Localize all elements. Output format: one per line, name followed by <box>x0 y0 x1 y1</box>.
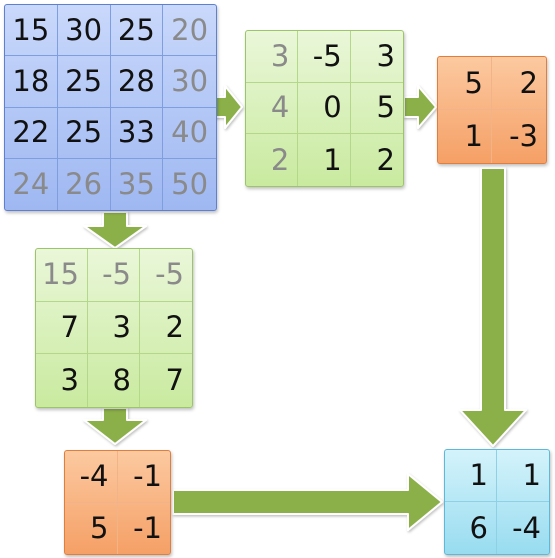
matrix-cell: 7 <box>36 301 88 355</box>
arrow-down-icon <box>83 407 147 445</box>
matrix-cell: 1 <box>298 134 351 186</box>
matrix-cell: 40 <box>163 108 216 159</box>
matrix-cell: -5 <box>88 249 140 302</box>
matrix-cell: 3 <box>88 301 140 355</box>
matrix-cell: 0 <box>298 82 351 135</box>
matrix-cell: 25 <box>57 107 111 159</box>
matrix-cell: 1 <box>497 450 549 502</box>
matrix-cell: -5 <box>140 249 192 302</box>
matrix-cell: 50 <box>171 166 209 201</box>
matrix-cell: 18 <box>5 56 58 108</box>
matrix-cell: 1 <box>438 110 492 163</box>
matrix-cell: -4 <box>512 510 541 545</box>
matrix-cell: 5 <box>438 57 492 110</box>
matrix-cell: 2 <box>140 302 192 355</box>
matrix-cell: 25 <box>110 5 164 57</box>
matrix-cell: -4 <box>65 451 118 503</box>
arrow-down-icon <box>459 167 527 447</box>
matrix-cell: -1 <box>133 510 162 545</box>
arrow-right-icon <box>403 85 437 129</box>
matrix-cell: -3 <box>509 119 538 153</box>
matrix-cell: 25 <box>57 56 111 108</box>
matrix-cell: 1 <box>445 450 497 502</box>
matrix-cell: 24 <box>5 158 58 210</box>
matrix-cell: 30 <box>57 5 111 57</box>
matrix-cell: 4 <box>246 82 299 135</box>
arrow-right-icon <box>212 85 243 129</box>
matrix-cell: 2 <box>492 57 546 110</box>
matrix-cell: 22 <box>5 107 58 159</box>
matrix-cell: 33 <box>110 107 164 159</box>
matrix-cell: 5 <box>65 502 118 554</box>
matrix-cell: 6 <box>445 502 497 554</box>
matrix-cell: 2 <box>376 142 395 177</box>
matrix-cell: 20 <box>163 5 216 57</box>
matrix-cell: 28 <box>110 56 164 108</box>
matrix-cell: 7 <box>165 363 184 398</box>
matrix-cell: 3 <box>246 31 299 83</box>
matrix-cell: 30 <box>163 56 216 108</box>
matrix-cell: 26 <box>58 158 111 210</box>
matrix-cell: 15 <box>36 249 88 302</box>
matrix-cell: 5 <box>350 83 403 135</box>
matrix-cell: 2 <box>246 134 299 186</box>
matrix-cell: -1 <box>117 451 170 503</box>
matrix-cell: 35 <box>111 158 164 210</box>
matrix-cell: 15 <box>5 5 58 57</box>
arrow-right-icon <box>172 473 443 531</box>
matrix-cell: -5 <box>298 31 351 83</box>
matrix-cell: 3 <box>36 354 88 407</box>
matrix-cell: 8 <box>88 354 140 407</box>
arrow-down-icon <box>83 211 147 249</box>
matrix-cell: 3 <box>350 31 403 83</box>
